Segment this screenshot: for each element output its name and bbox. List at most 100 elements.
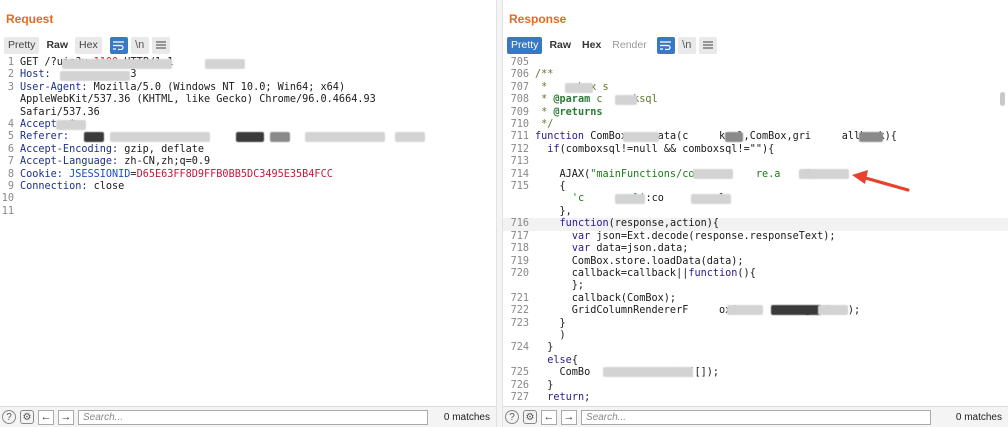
code-token: zh-CN,zh;q=0.9 (118, 156, 211, 168)
code-token: c (590, 94, 603, 106)
wrap-icon[interactable] (656, 36, 675, 54)
code-line: ) (503, 330, 1008, 342)
line-number: 708 (510, 94, 529, 106)
wrap-icon[interactable] (109, 36, 128, 54)
tab-hex[interactable]: Hex (578, 36, 606, 54)
code-token: AJAX( (535, 168, 591, 180)
next-match-arrow-icon[interactable]: → (561, 409, 577, 425)
code-token: ) (535, 329, 566, 341)
line-code: /** (535, 69, 1008, 81)
redaction-blur (771, 305, 821, 315)
line-code: if(comboxsql!=null && comboxsql!=""){ (535, 144, 1008, 156)
redaction-blur (691, 194, 731, 204)
line-code: Connection: close (20, 181, 496, 193)
previous-match-arrow-icon[interactable]: ← (541, 409, 557, 425)
code-token: allback){ (811, 131, 897, 143)
code-line: 721 callback(ComBox); (503, 293, 1008, 305)
line-code: * box s (535, 82, 1008, 94)
vertical-scrollbar[interactable] (1000, 92, 1005, 106)
code-line: 11 (0, 206, 496, 218)
search-input[interactable]: Search... (78, 409, 428, 425)
help-icon[interactable]: ? (2, 410, 16, 424)
line-code: { (535, 181, 1008, 193)
code-token: return (547, 391, 585, 403)
redaction-blur (395, 132, 425, 142)
annotation-arrow-icon (852, 170, 910, 192)
code-token: re.a (694, 168, 781, 180)
code-token: } (535, 342, 554, 354)
code-token: function (688, 267, 738, 279)
code-token: json=Ext.decode(response.responseText); (590, 230, 836, 242)
code-line: 710 */ (503, 119, 1008, 131)
previous-match-arrow-icon[interactable]: ← (38, 409, 54, 425)
code-token: } (535, 317, 566, 329)
response-search-bar: ? ⚙ ← → Search... 0 matches (503, 406, 1008, 427)
code-token: 3 (130, 69, 137, 81)
redaction-blur (727, 305, 763, 315)
code-token: = (130, 168, 137, 180)
line-number: 705 (510, 57, 529, 68)
line-code: else{ (535, 355, 1008, 367)
code-token: var (571, 243, 591, 255)
code-line: 705 (503, 57, 1008, 69)
code-line: AppleWebKit/537.36 (KHTML, like Gecko) C… (0, 94, 496, 106)
line-number: 724 (510, 342, 529, 354)
tab-pretty[interactable]: Pretty (4, 36, 40, 54)
code-line: 719 ComBox.store.loadData(data); (503, 256, 1008, 268)
redaction-blur (603, 367, 693, 377)
line-number: 719 (510, 255, 529, 267)
pane-divider[interactable] (496, 0, 503, 427)
menu-icon[interactable] (151, 36, 170, 54)
line-code: AJAX("mainFunctions/co re.a n", (535, 169, 1008, 181)
code-token: function (535, 131, 585, 143)
code-line: 715 { (503, 181, 1008, 193)
code-token: @param (553, 94, 591, 106)
tab-pretty[interactable]: Pretty (507, 36, 543, 54)
code-line: 727 return; (503, 392, 1008, 404)
code-token: Accept: (20, 119, 63, 131)
line-number: 1 (7, 57, 14, 68)
code-token: function (559, 218, 609, 230)
code-token: :co (645, 193, 664, 205)
redaction-blur (565, 83, 593, 93)
line-code: Cookie: JSESSIONID=D65E63FF8D9FFB0BB5DC3… (20, 169, 496, 181)
code-token: ksql,ComBox,gri (688, 131, 812, 143)
menu-icon[interactable] (698, 36, 717, 54)
line-number: 709 (510, 106, 529, 118)
line-number (503, 206, 535, 218)
redaction-blur (62, 59, 172, 69)
newline-toggle-button[interactable]: \n (677, 36, 696, 54)
redaction-blur (725, 132, 743, 142)
line-number: 714 (510, 168, 529, 180)
search-input[interactable]: Search... (581, 409, 931, 425)
code-token: ComBo (535, 367, 591, 379)
line-number: 716 (510, 218, 529, 230)
code-token (535, 392, 547, 403)
line-number (503, 280, 535, 292)
settings-gear-icon[interactable]: ⚙ (20, 410, 34, 424)
line-code: Referer: (20, 131, 496, 143)
code-token: GridColumnRendererF (535, 305, 689, 317)
code-token: Connection: (20, 181, 88, 193)
tab-raw[interactable]: Raw (545, 36, 576, 54)
tab-render[interactable]: Render (608, 36, 651, 54)
code-line: Safari/537.36 (0, 107, 496, 119)
tab-raw[interactable]: Raw (42, 36, 73, 54)
next-match-arrow-icon[interactable]: → (58, 409, 74, 425)
settings-gear-icon[interactable]: ⚙ (523, 410, 537, 424)
divider-grip-icon[interactable]: ⋮ (498, 206, 509, 217)
tab-hex[interactable]: Hex (75, 36, 102, 54)
newline-toggle-button[interactable]: \n (130, 36, 149, 54)
match-count: 0 matches (443, 411, 490, 423)
line-code: 'c sql':co ql (535, 193, 1008, 205)
line-number: 711 (510, 131, 529, 143)
redaction-blur (859, 132, 883, 142)
code-line: 709 * @returns (503, 107, 1008, 119)
help-icon[interactable]: ? (505, 410, 519, 424)
code-token: (){ (737, 267, 756, 279)
code-token: else (547, 354, 572, 366)
